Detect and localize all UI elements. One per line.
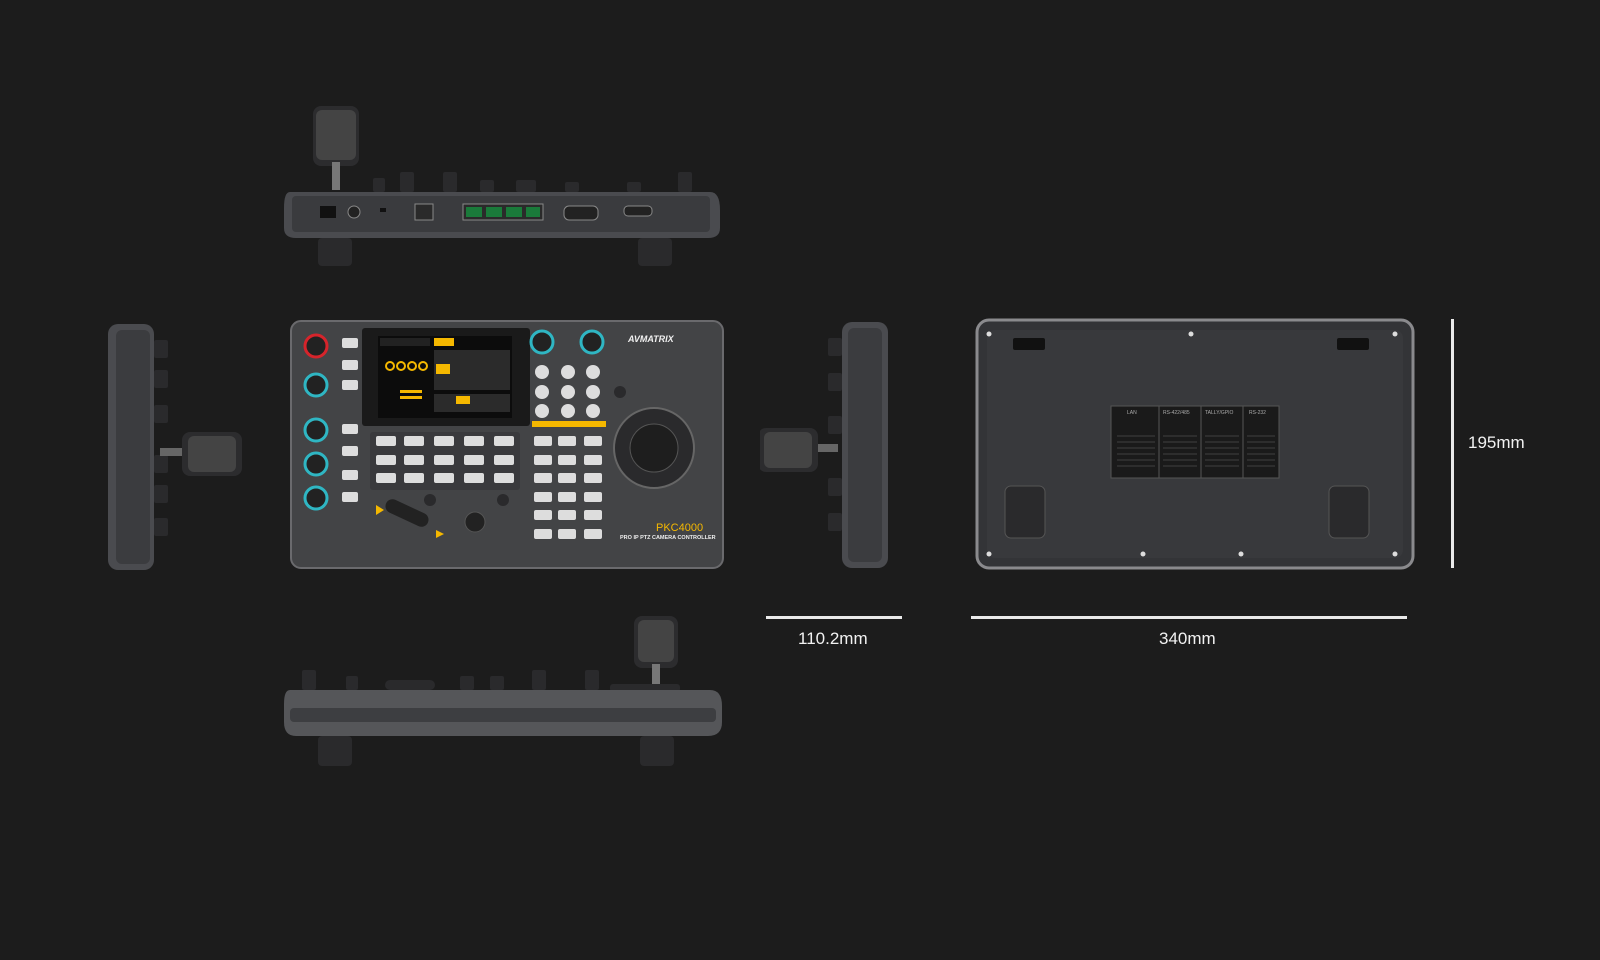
lcd-screen [362, 328, 530, 426]
height-dimension-line [1451, 319, 1454, 568]
joystick-top [613, 407, 695, 489]
joystick-knob-bottom [634, 616, 678, 686]
brand-logo: AVMATRIX [627, 334, 675, 344]
left-side-view-device [108, 324, 242, 570]
width-dimension-line [971, 616, 1407, 619]
label-rs232: RS-232 [1249, 410, 1266, 416]
label-tally: TALLY/GPIO [1205, 410, 1234, 416]
joystick-knob-left [182, 432, 242, 476]
height-dimension-label: 195mm [1468, 433, 1525, 452]
left-knobs [303, 333, 329, 511]
front-panel-device: AVMATRIX PKC4000 PRO IP PTZ CAMERA CONTR… [290, 320, 724, 569]
right-side-view-device [760, 322, 888, 568]
model-name: PKC4000 [656, 522, 703, 534]
front-edge-view-device [284, 616, 722, 766]
top-view-device [284, 106, 720, 266]
rear-connectors [320, 203, 653, 221]
zoom-rocker [376, 499, 444, 538]
depth-dimension-label: 110.2mm [798, 629, 868, 648]
joystick-knob-top [313, 106, 359, 190]
width-dimension-label: 340mm [1159, 629, 1216, 648]
bottom-view-device: LAN RS-422/485 TALLY/GPIO RS-232 [975, 318, 1415, 570]
pinout-label: LAN RS-422/485 TALLY/GPIO RS-232 [1110, 405, 1280, 479]
label-lan: LAN [1127, 410, 1137, 416]
model-subtitle: PRO IP PTZ CAMERA CONTROLLER [620, 535, 716, 541]
depth-dimension-line [766, 616, 902, 619]
label-rs422: RS-422/485 [1163, 410, 1190, 416]
joystick-knob-right [760, 428, 818, 472]
